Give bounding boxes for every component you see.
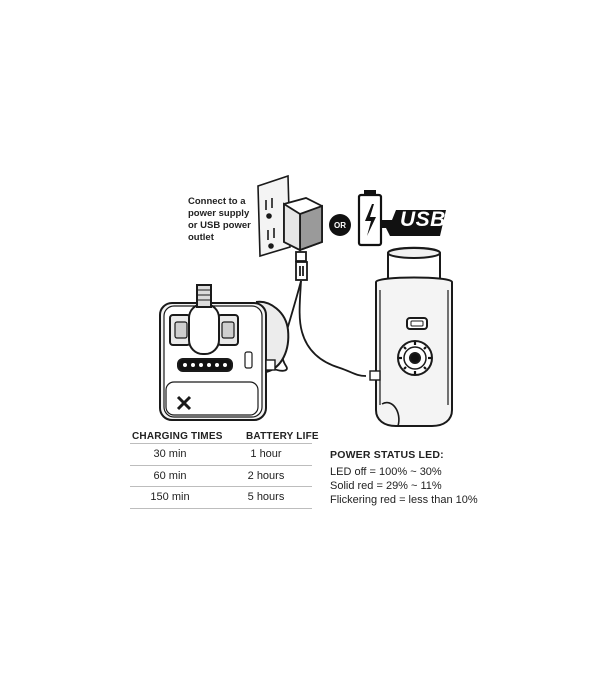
usb-label: USB	[400, 208, 446, 231]
charging-time-cell: 150 min	[150, 491, 190, 503]
table-row: 30 min 1 hour	[130, 443, 312, 465]
charging-time-cell: 60 min	[153, 469, 187, 482]
connect-line: Connect to a	[188, 196, 246, 207]
power-status-line: Flickering red = less than 10%	[330, 494, 478, 506]
connect-line: power supply	[188, 208, 250, 219]
battery-life-cell: 1 hour	[250, 448, 282, 460]
wall-outlet	[257, 174, 291, 258]
connect-instruction: Connect to a power supply or USB power o…	[188, 196, 264, 244]
battery-life-header: BATTERY LIFE	[246, 431, 319, 442]
power-status-title: POWER STATUS LED:	[330, 449, 444, 461]
table-row: 150 min 5 hours	[130, 486, 312, 509]
charging-times-header: CHARGING TIMES	[132, 431, 223, 442]
power-status-legend: POWER STATUS LED: LED off = 100% ~ 30% S…	[330, 448, 478, 507]
battery-life-cell: 5 hours	[247, 491, 285, 503]
connect-line: or USB power	[188, 220, 251, 231]
battery-life-cell: 2 hours	[247, 469, 285, 482]
transmitter-unit	[159, 284, 290, 421]
power-status-line: Solid red = 29% ~ 11%	[330, 480, 442, 492]
table-row: 60 min 2 hours	[130, 464, 312, 487]
battery-icon	[357, 190, 383, 247]
or-badge: OR	[329, 214, 351, 236]
receiver-unit	[369, 246, 453, 427]
usb-cable	[271, 261, 367, 377]
power-status-line: LED off = 100% ~ 30%	[330, 466, 442, 478]
connect-line: outlet	[188, 232, 214, 243]
usb-wall-adapter	[283, 197, 323, 262]
charging-time-cell: 30 min	[153, 448, 187, 460]
charging-table: 30 min 1 hour 60 min 2 hours 150 min 5 h…	[130, 443, 312, 509]
usb-badge	[380, 210, 446, 236]
